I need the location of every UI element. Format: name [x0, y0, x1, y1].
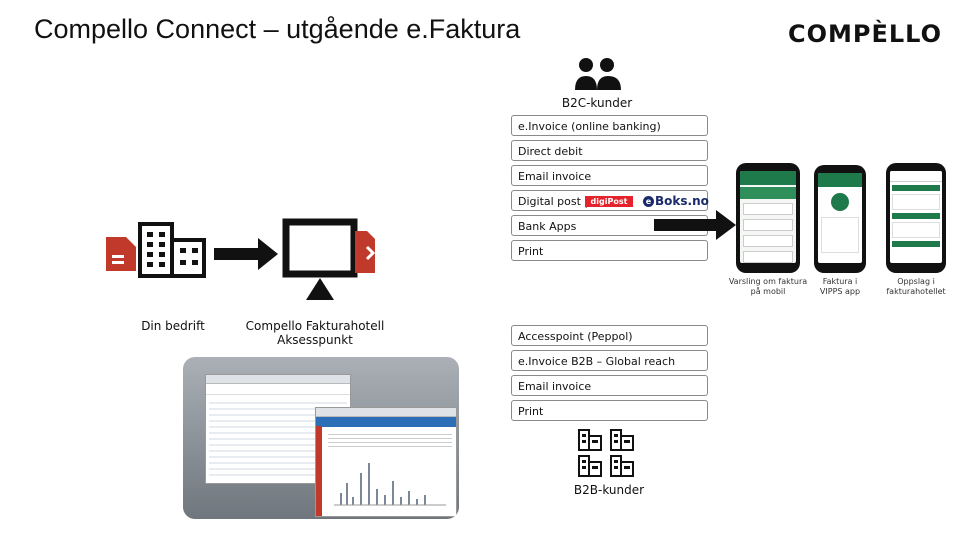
phone-caption-line: Faktura i — [822, 277, 858, 286]
phone-caption-notification: Varsling om faktura på mobil — [728, 277, 808, 297]
screenshots-panel — [183, 357, 459, 519]
people-icon — [575, 58, 621, 90]
phone-caption-vipps: Faktura i VIPPS app — [800, 277, 880, 297]
phone-caption-line: fakturahotellet — [886, 287, 946, 296]
phone-caption-line: Varsling om faktura — [728, 277, 808, 286]
phone-invoice-hotel — [886, 163, 946, 273]
channel-email-invoice: Email invoice — [511, 165, 708, 186]
arrow-right-icon — [214, 238, 278, 270]
hotel-label: Compello Fakturahotell Aksesspunkt — [232, 319, 398, 347]
arrow-to-phones-icon — [654, 210, 736, 240]
phone-caption-line: på mobil — [750, 287, 786, 296]
compello-logo: COMPÈLLO — [788, 20, 943, 48]
document-icon — [106, 237, 136, 271]
channel-direct-debit: Direct debit — [511, 140, 708, 161]
channel-print: Print — [511, 240, 708, 261]
channel-einvoice: e.Invoice (online banking) — [511, 115, 708, 136]
hotel-label-line1: Compello Fakturahotell — [245, 319, 385, 333]
hotel-label-line2: Aksesspunkt — [277, 333, 353, 347]
phone-caption-hotel: Oppslag i fakturahotellet — [876, 277, 956, 297]
channel-accesspoint: Accesspoint (Peppol) — [511, 325, 708, 346]
chart-thumbnail — [334, 463, 446, 506]
monitor-icon — [282, 218, 358, 300]
phone-vipps — [814, 165, 866, 273]
company-label: Din bedrift — [141, 319, 205, 333]
b2b-label: B2B-kunder — [573, 483, 645, 497]
channel-print-b2b: Print — [511, 400, 708, 421]
channel-email-invoice-b2b: Email invoice — [511, 375, 708, 396]
app-window-chart — [315, 407, 457, 517]
b2c-label: B2C-kunder — [561, 96, 633, 110]
channel-einvoice-b2b: e.Invoice B2B – Global reach — [511, 350, 708, 371]
phone-notification — [736, 163, 800, 273]
boks-logo-text: Boks.no — [655, 194, 709, 208]
red-document-icon — [355, 231, 375, 273]
page-title: Compello Connect – utgående e.Faktura — [34, 14, 521, 44]
building-icon — [138, 222, 206, 278]
phone-caption-line: Oppslag i — [897, 277, 935, 286]
digipost-logo: digiPost — [585, 196, 633, 207]
buildings-group-icon — [578, 429, 634, 477]
phone-caption-line: VIPPS app — [819, 287, 861, 296]
